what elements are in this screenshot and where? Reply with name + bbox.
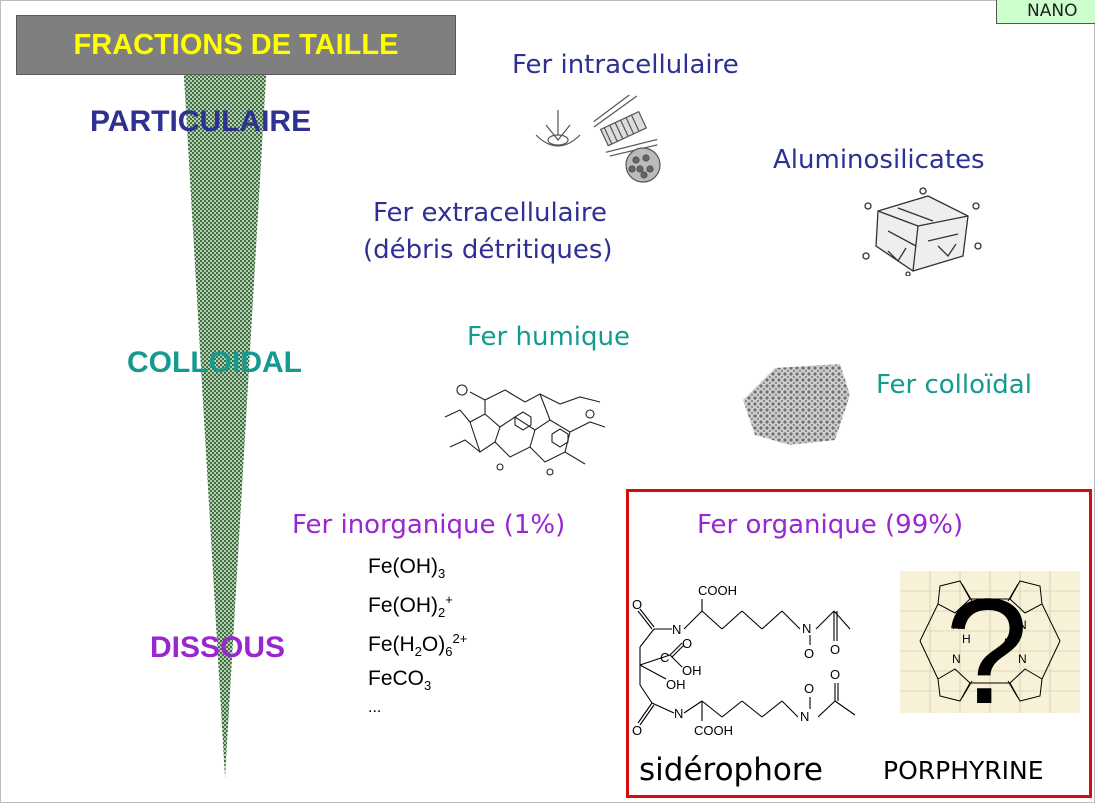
level-particulaire: PARTICULAIRE <box>90 105 312 138</box>
sid-oh-1: OH <box>682 663 702 678</box>
sid-o-7: O <box>830 667 840 682</box>
sid-o-6: O <box>804 681 814 696</box>
sid-o-3: O <box>830 642 840 657</box>
size-wedge <box>183 60 267 778</box>
inorganic-species-list: Fe(OH)3 Fe(OH)2+ Fe(H2O)62+ FeCO3 ... <box>368 554 467 717</box>
species-4-base: FeCO <box>368 666 425 690</box>
label-debris-detritiques: (débris détritiques) <box>363 235 613 265</box>
sid-n-1: N <box>672 622 681 637</box>
title-box: FRACTIONS DE TAILLE <box>16 15 456 75</box>
species-1-base: Fe(OH) <box>368 555 438 578</box>
species-fe-oh-3: Fe(OH)3 <box>368 554 467 587</box>
por-n-3: N <box>952 652 961 666</box>
sid-o-2: O <box>804 646 814 661</box>
label-aluminosilicates: Aluminosilicates <box>773 145 985 175</box>
sid-cooh-top: COOH <box>698 583 737 598</box>
species-3-mid: O) <box>421 633 446 657</box>
species-3-sub1: 2 <box>414 644 422 660</box>
sid-n-3: N <box>674 706 683 721</box>
siderophore-structure: O N COOH N O O O C OH OH N O COOH O N O <box>632 583 856 738</box>
level-dissous: DISSOUS <box>150 631 286 664</box>
label-fer-inorganique: Fer inorganique (1%) <box>292 510 566 540</box>
por-n-4: N <box>1018 652 1027 666</box>
sid-o-4: O <box>682 636 692 651</box>
species-1-sub: 3 <box>438 566 446 582</box>
intracellular-cells-image <box>535 95 661 183</box>
label-fer-intracellulaire: Fer intracellulaire <box>512 50 739 80</box>
species-2-sub: 2 <box>438 605 446 621</box>
sid-cooh-bottom: COOH <box>694 723 733 738</box>
sid-c: C <box>660 650 669 665</box>
porphyrin-question-mark: ? <box>945 567 1029 735</box>
corner-label: NANO <box>996 0 1095 24</box>
por-n-1: N <box>952 618 961 632</box>
aluminosilicates-image <box>862 187 982 276</box>
species-fe-oh-2-plus: Fe(OH)2+ <box>368 587 467 626</box>
porphyrin-structure: N N N N H H <box>900 571 1080 713</box>
sid-o-5: O <box>632 723 642 738</box>
por-h-1: H <box>962 632 971 646</box>
por-n-2: N <box>1018 618 1027 632</box>
species-3-sub2: 6 <box>445 644 453 660</box>
species-fe-h2o-6: Fe(H2O)62+ <box>368 626 467 665</box>
species-4-sub: 3 <box>424 677 432 693</box>
label-fer-organique: Fer organique (99%) <box>697 510 964 540</box>
caption-siderophore: sidérophore <box>639 752 823 788</box>
corner-label-text: NANO <box>1027 1 1078 21</box>
species-feco3: FeCO3 <box>368 666 467 699</box>
organic-iron-box <box>626 489 1092 798</box>
por-h-2: H <box>1004 636 1013 650</box>
sid-oh-2: OH <box>666 677 686 692</box>
species-3-base: Fe(H <box>368 633 415 657</box>
level-colloidal: COLLOIDAL <box>127 346 302 379</box>
caption-porphyrine: PORPHYRINE <box>883 756 1044 785</box>
species-2-sup: + <box>445 592 453 608</box>
label-fer-humique: Fer humique <box>467 322 630 352</box>
species-3-sup: 2+ <box>452 631 468 647</box>
species-2-base: Fe(OH) <box>368 594 438 618</box>
size-wedge-shape <box>183 60 267 778</box>
label-fer-colloidal: Fer colloïdal <box>876 370 1032 400</box>
colloidal-iron-image <box>743 364 850 445</box>
sid-o-1: O <box>632 597 642 612</box>
humic-structure-image <box>444 384 606 476</box>
sid-n-4: N <box>800 709 809 724</box>
species-more: ... <box>368 698 382 716</box>
page-title: FRACTIONS DE TAILLE <box>73 29 399 61</box>
label-fer-extracellulaire: Fer extracellulaire <box>373 198 607 228</box>
sid-n-2: N <box>802 621 811 636</box>
